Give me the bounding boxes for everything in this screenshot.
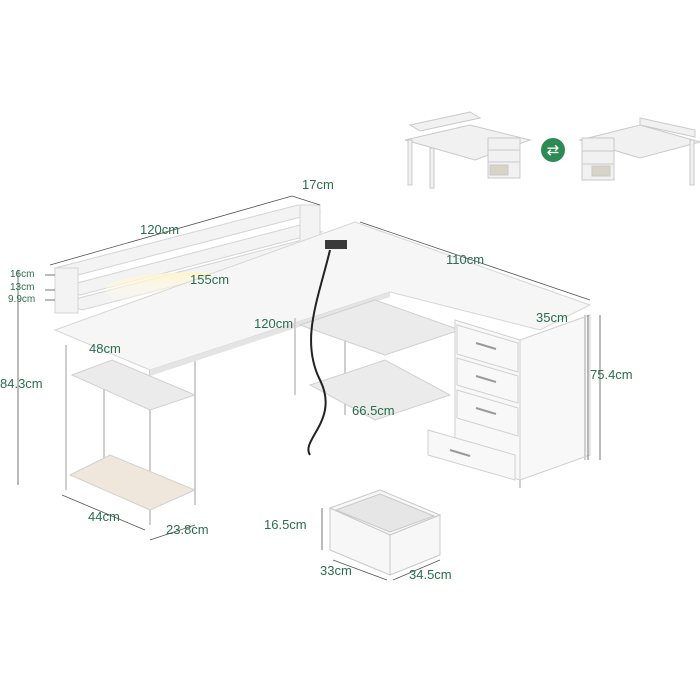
shelf-height-1-label: 16cm <box>10 269 35 280</box>
left-bottom-shelf <box>68 454 197 511</box>
desktop-edge <box>150 292 390 376</box>
shelf-height-2-label: 13cm <box>10 282 35 293</box>
leg-base-label: 44cm <box>88 509 120 524</box>
desk-left-length-label: 155cm <box>190 272 230 287</box>
dimension-lines <box>17 195 601 581</box>
desk-right-length-label: 110cm <box>446 252 485 267</box>
thumbnail-layout-right <box>578 117 700 186</box>
bin-height-label: 16.5cm <box>264 517 307 532</box>
power-cable <box>307 249 331 456</box>
desk-depth-left-label: 48cm <box>89 341 121 356</box>
hutch-width-label: 120cm <box>140 222 180 237</box>
thumbnail-layout-left <box>404 111 532 189</box>
bin-width-label: 34.5cm <box>409 567 452 582</box>
mid-shelf-bottom <box>308 359 452 421</box>
power-outlet <box>325 240 347 249</box>
fabric-bin <box>328 489 442 576</box>
shelf-width-label: 66.5cm <box>352 403 395 418</box>
shelf-depth-label: 23.8cm <box>166 522 209 537</box>
hutch-depth-label: 17cm <box>302 177 334 192</box>
desk-height-label: 75.4cm <box>590 367 633 382</box>
drawer-handles <box>449 342 497 457</box>
desk-depth-right-label: 35cm <box>536 310 568 325</box>
total-height-label: 84.3cm <box>0 376 43 391</box>
drawer-cabinet <box>427 314 591 481</box>
left-mid-shelf <box>70 359 197 411</box>
desk-inner-length-label: 120cm <box>254 316 294 331</box>
bin-depth-label: 33cm <box>320 563 352 578</box>
right-leg-assembly <box>519 315 586 488</box>
shelf-height-3-label: 9.9cm <box>8 294 36 305</box>
swap-layout-icon: ⇄ <box>541 138 565 162</box>
